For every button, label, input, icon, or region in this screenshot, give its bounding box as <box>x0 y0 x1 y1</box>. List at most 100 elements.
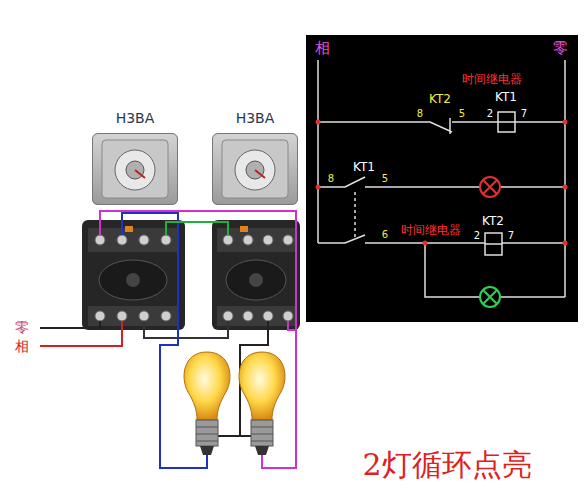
model-label: H3BA <box>116 110 155 126</box>
light-bulb <box>251 441 273 442</box>
wire <box>40 321 122 346</box>
timer-face <box>255 170 265 178</box>
light-bulb <box>196 434 218 435</box>
schematic-wire <box>515 121 565 123</box>
terminal-screw <box>263 235 273 245</box>
relay-socket <box>125 226 133 232</box>
schematic-wire <box>318 177 480 187</box>
terminal-screw <box>223 311 233 321</box>
wire <box>100 211 296 468</box>
coil-symbol <box>498 112 515 132</box>
line-label: 零 <box>15 320 29 335</box>
relay-socket <box>99 260 167 300</box>
terminal-screw <box>243 235 253 245</box>
wire <box>166 222 228 235</box>
timer-face <box>246 161 264 179</box>
schematic-label: 时间继电器 <box>401 224 461 237</box>
schematic-label: 7 <box>521 108 527 119</box>
line-label: 相 <box>15 339 29 354</box>
schematic-label: 2 <box>474 230 480 241</box>
line-label: 零 <box>553 40 568 57</box>
schematic-label: 7 <box>508 230 514 241</box>
schematic-wire <box>564 60 566 297</box>
lamp-symbol <box>480 177 500 197</box>
wire <box>40 211 296 468</box>
timer-face <box>126 161 144 179</box>
wire <box>40 321 100 328</box>
schematic-label: 时间继电器 <box>462 73 522 86</box>
terminal-screw <box>139 235 149 245</box>
timer-face <box>222 140 288 198</box>
schematic-label: KT1 <box>353 161 375 174</box>
model-label: H3BA <box>236 110 275 126</box>
terminal-screw <box>161 235 171 245</box>
junction-dot <box>316 185 321 190</box>
terminal-screw <box>117 311 127 321</box>
terminal-screw <box>263 311 273 321</box>
schematic-wire <box>317 60 319 243</box>
terminal-screw <box>95 235 293 321</box>
timer-face <box>92 133 178 205</box>
terminal-screw <box>117 235 127 245</box>
light-bulb <box>251 434 273 435</box>
junction-dot <box>563 120 568 125</box>
schematic-label: 6 <box>382 229 388 240</box>
light-bulb <box>196 441 218 442</box>
wire <box>288 321 296 330</box>
caption: 2灯循环点亮 <box>362 445 531 486</box>
schematic-label: 5 <box>459 108 465 119</box>
light-bulb <box>251 427 273 428</box>
coil-symbol <box>485 233 502 255</box>
light-bulb <box>196 427 218 428</box>
junction-dot <box>563 241 568 246</box>
schematic-panel <box>306 35 578 322</box>
terminal-screw <box>283 311 293 321</box>
schematic-wire <box>502 242 565 244</box>
light-bulb <box>255 446 269 455</box>
terminal-screw <box>223 235 233 245</box>
light-bulb <box>184 352 230 420</box>
light-bulb <box>184 352 285 455</box>
light-bulb <box>200 446 214 455</box>
schematic-label: 8 <box>417 108 423 119</box>
junction-dot <box>563 185 568 190</box>
timer-relay: H3BA <box>212 133 298 205</box>
relay-socket <box>249 273 263 287</box>
terminal-screw <box>161 311 171 321</box>
light-bulb <box>196 420 218 446</box>
timer-face <box>135 170 145 178</box>
timer-face <box>92 133 298 205</box>
lamp-symbol <box>480 177 500 307</box>
terminal-screw <box>95 311 105 321</box>
relay-socket <box>240 226 248 232</box>
schematic-panel <box>306 35 578 322</box>
schematic-wire <box>318 60 565 297</box>
coil-symbol <box>498 121 515 123</box>
light-bulb <box>251 420 273 446</box>
line-label: 相 <box>315 40 330 57</box>
wire <box>144 321 228 338</box>
junction-dot <box>423 241 428 246</box>
timer-relay: H3BA <box>92 133 178 205</box>
junction-dot <box>316 120 321 125</box>
relay-socket <box>82 220 185 330</box>
lamp-symbol <box>480 287 500 307</box>
relay-socket <box>226 260 286 300</box>
schematic-label: 8 <box>328 173 334 184</box>
wire <box>122 213 207 468</box>
relay-socket <box>126 273 140 287</box>
relay-socket <box>88 306 179 326</box>
timer-face <box>212 133 298 205</box>
schematic-label: KT2 <box>482 215 504 228</box>
relay-socket <box>212 220 300 330</box>
schematic-wire <box>500 186 565 188</box>
terminal-screw <box>95 235 105 245</box>
terminal-screw <box>139 311 149 321</box>
schematic-label: 5 <box>382 173 388 184</box>
coil-symbol <box>485 243 502 245</box>
schematic-label: 2 <box>487 108 493 119</box>
schematic-label: KT1 <box>495 91 517 104</box>
light-bulb <box>239 352 285 420</box>
timer-face <box>102 140 168 198</box>
